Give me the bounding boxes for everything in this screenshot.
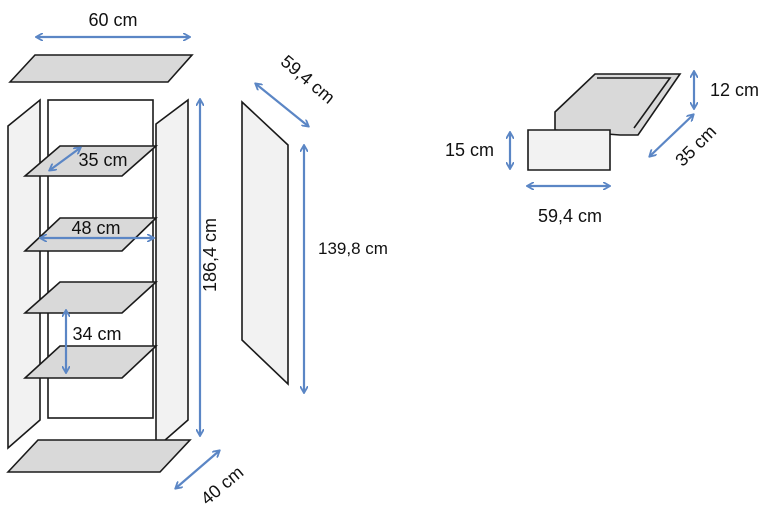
label-side-depth: 59,4 cm bbox=[277, 51, 339, 107]
label-cabinet-height: 186,4 cm bbox=[200, 218, 220, 292]
label-top-width: 60 cm bbox=[88, 10, 137, 30]
arrow-base-depth bbox=[176, 451, 219, 488]
right-side-panel bbox=[155, 98, 189, 450]
shelf-3 bbox=[22, 281, 159, 314]
drawer-drawing bbox=[527, 73, 682, 171]
dimension-arrows bbox=[37, 37, 694, 488]
arrow-side-depth bbox=[256, 84, 308, 126]
label-drawer-width: 59,4 cm bbox=[538, 206, 602, 226]
label-shelf-depth: 35 cm bbox=[78, 150, 127, 170]
top-panel bbox=[8, 54, 194, 83]
shelf-4 bbox=[22, 345, 159, 379]
drawer-box bbox=[554, 73, 682, 136]
label-shelf-spacing: 34 cm bbox=[72, 324, 121, 344]
left-side-panel bbox=[7, 98, 41, 450]
label-base-depth: 40 cm bbox=[197, 462, 247, 509]
drawer-front bbox=[527, 129, 611, 171]
label-drawer-height: 12 cm bbox=[710, 80, 759, 100]
base-panel bbox=[6, 439, 192, 473]
drawer-inner-edge bbox=[597, 77, 672, 129]
door-panel bbox=[241, 100, 289, 386]
label-shelf-width: 48 cm bbox=[71, 218, 120, 238]
label-drawer-front-height: 15 cm bbox=[445, 140, 494, 160]
cabinet-drawing bbox=[6, 54, 194, 473]
arrow-drawer-depth bbox=[650, 115, 693, 156]
arrow-shelf-depth bbox=[50, 148, 80, 170]
label-door-height: 139,8 cm bbox=[318, 239, 388, 258]
